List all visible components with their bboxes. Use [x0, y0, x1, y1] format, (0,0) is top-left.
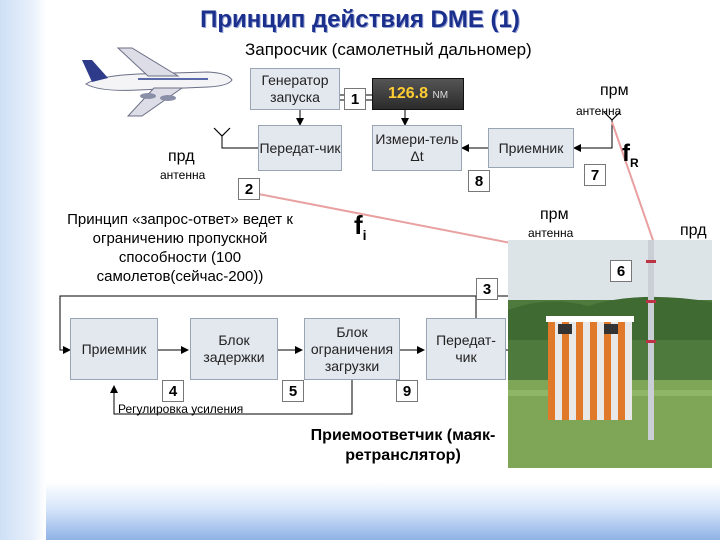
principle-text: Принцип «запрос-ответ» ведет к ограничен…	[67, 211, 293, 285]
bottom-gradient-bar	[46, 482, 720, 540]
prd-label-top: прд	[168, 148, 195, 165]
launch-generator-block: Генератор запуска	[250, 68, 340, 110]
delay-block: Блок задержки	[190, 318, 278, 380]
prd-label-right: прд	[680, 222, 707, 239]
distance-unit: NM	[432, 90, 449, 101]
fr-label: fR	[622, 140, 639, 170]
number-4: 4	[162, 380, 184, 402]
receiver-top-block: Приемник	[488, 128, 574, 168]
prm-label-mid: прм	[540, 206, 569, 223]
number-2: 2	[238, 178, 260, 200]
receiver-bottom-block: Приемник	[70, 318, 158, 380]
gain-control-label: Регулировка усиления	[118, 402, 244, 416]
number-8: 8	[468, 170, 490, 192]
left-gradient-bar	[0, 0, 46, 540]
number-5: 5	[282, 380, 304, 402]
number-9: 9	[396, 380, 418, 402]
interrogator-subtitle: Запросчик (самолетный дальномер)	[245, 40, 532, 59]
antenna-label-top-left: антенна	[160, 168, 206, 182]
number-3: 3	[476, 278, 498, 300]
load-limit-block: Блок ограничения загрузки	[304, 318, 400, 380]
antenna-label-mid: антенна	[528, 226, 574, 240]
number-1: 1	[344, 88, 366, 110]
meter-block: Измери-тель Δt	[372, 125, 462, 171]
number-7: 7	[584, 164, 606, 186]
fi-label: fi	[354, 210, 367, 244]
distance-display: 126.8 NM	[372, 78, 464, 110]
airplane-icon	[82, 47, 233, 117]
prm-label-top: прм	[600, 82, 629, 99]
transponder-label: Приемоответчик (маяк-ретранслятор)	[310, 427, 496, 464]
slide-title: Принцип действия DME (1)	[200, 6, 520, 33]
number-6: 6	[610, 260, 632, 282]
transmitter-top-block: Передат-чик	[258, 125, 342, 171]
transmitter-bottom-block: Передат-чик	[426, 318, 506, 380]
antenna-label-top-right: антенна	[576, 104, 622, 118]
distance-value: 126.8	[387, 85, 429, 102]
